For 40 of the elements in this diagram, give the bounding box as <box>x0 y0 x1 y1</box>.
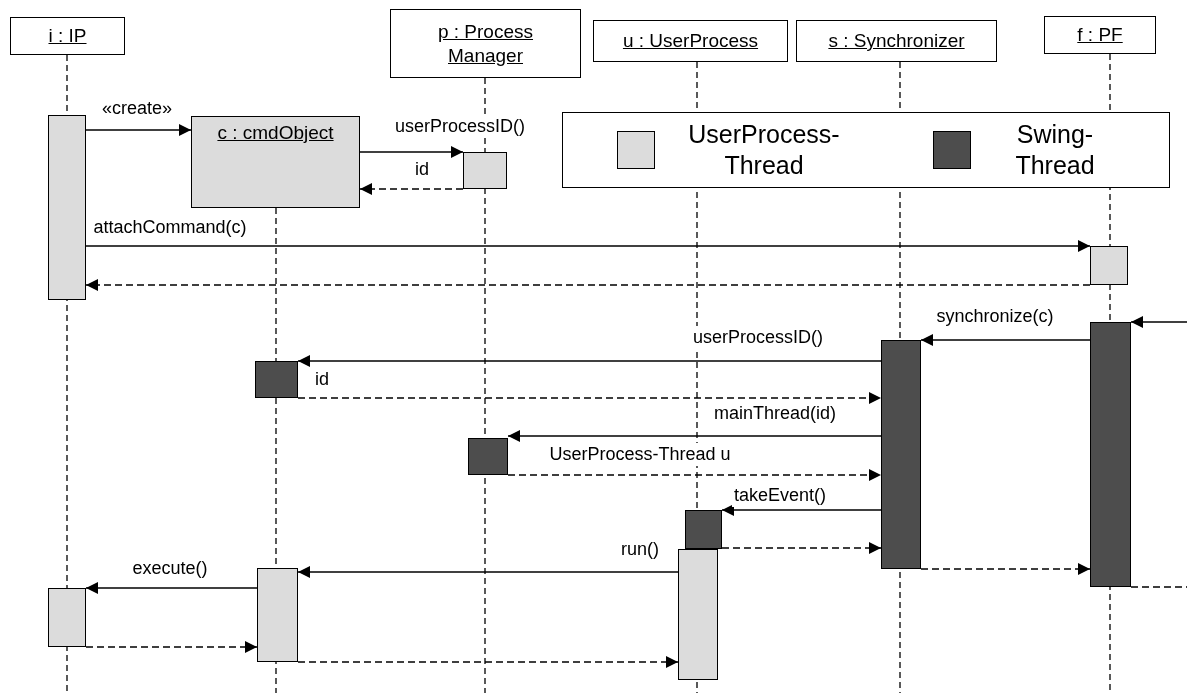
object-box: f : PF <box>1044 16 1156 54</box>
object-box: i : IP <box>10 17 125 55</box>
return-arrow <box>507 469 882 481</box>
object-box: u : UserProcess <box>593 20 788 62</box>
message-arrow <box>297 566 679 578</box>
message-arrow <box>297 355 882 367</box>
activation-bar <box>463 152 507 189</box>
message-label: userProcessID() <box>691 326 825 349</box>
return-arrow <box>297 392 882 404</box>
message-arrow <box>920 334 1091 346</box>
activation-bar <box>48 588 86 647</box>
activation-bar <box>678 549 718 680</box>
legend-label: Swing- Thread <box>1014 118 1096 181</box>
activation-bar <box>255 361 298 398</box>
return-arrow <box>85 279 1091 291</box>
object-box: s : Synchronizer <box>796 20 997 62</box>
return-arrow <box>721 542 882 554</box>
message-arrow <box>359 146 464 158</box>
activation-bar <box>881 340 921 569</box>
activation-bar <box>48 115 86 300</box>
message-label: UserProcess-Thread u <box>547 443 733 466</box>
return-arrow <box>920 563 1091 575</box>
activation-bar <box>1090 246 1128 285</box>
created-object-box: c : cmdObject <box>191 116 360 208</box>
activation-bar <box>468 438 508 475</box>
legend-label: UserProcess- Thread <box>687 118 841 181</box>
activation-bar <box>1090 322 1131 587</box>
return-arrow <box>85 641 258 653</box>
activation-bar <box>685 510 722 549</box>
object-box: p : Process Manager <box>390 9 581 78</box>
return-arrow <box>297 656 679 668</box>
message-arrow <box>85 240 1091 252</box>
message-arrow <box>1130 316 1187 328</box>
return-arrow <box>359 183 464 195</box>
message-arrow <box>721 504 882 516</box>
message-label: userProcessID() <box>393 115 527 138</box>
activation-bar <box>257 568 298 662</box>
message-arrow <box>85 582 258 594</box>
message-arrow <box>85 124 192 136</box>
message-arrow <box>507 430 882 442</box>
